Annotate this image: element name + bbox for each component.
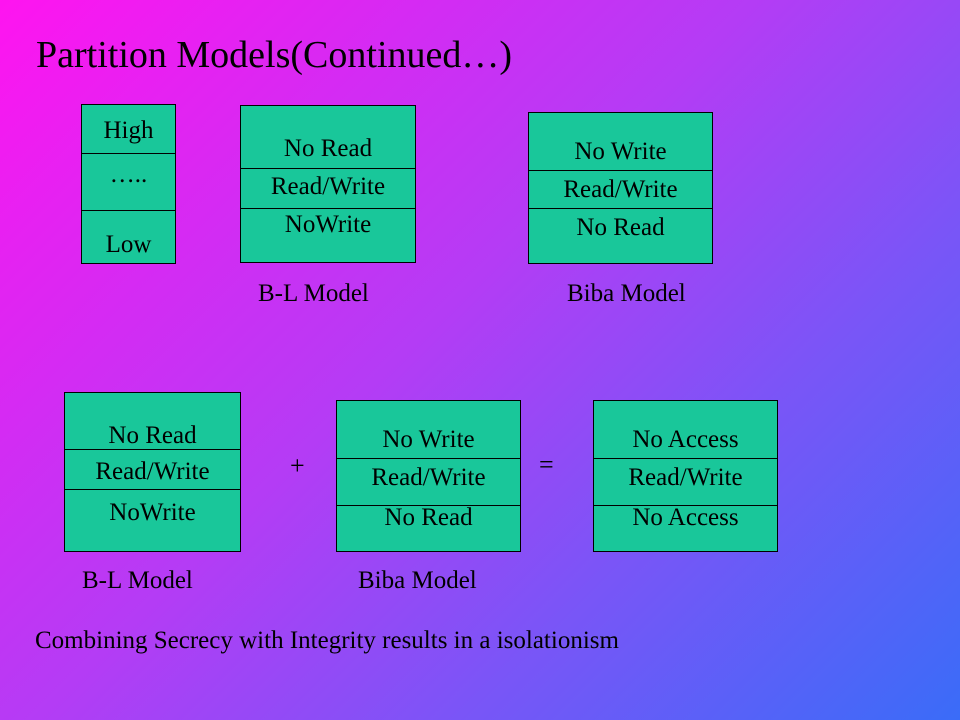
result-divider-1 (594, 458, 777, 459)
bottom-bl-row-3: NoWrite (109, 499, 196, 526)
result-row-1: No Access (632, 426, 739, 453)
result-divider-2 (594, 505, 777, 506)
top-bl-divider-2 (241, 208, 415, 209)
bottom-bl-caption: B-L Model (82, 567, 193, 594)
bottom-bl-divider-1 (65, 449, 240, 450)
top-bl-model-box: No Read Read/Write NoWrite (240, 105, 416, 263)
level-high: High (103, 117, 154, 144)
bottom-bl-row-1: No Read (108, 422, 197, 449)
top-bl-divider-1 (241, 168, 415, 169)
bottom-biba-divider-2 (337, 505, 520, 506)
bottom-biba-model-box: No Write Read/Write No Read (336, 400, 521, 552)
top-biba-row-1: No Write (574, 138, 667, 165)
top-biba-divider-2 (529, 208, 712, 209)
bottom-bl-row-2: Read/Write (95, 458, 210, 485)
top-biba-caption: Biba Model (567, 280, 686, 307)
top-bl-caption: B-L Model (258, 280, 369, 307)
equals-operator: = (539, 450, 554, 479)
top-bl-row-3: NoWrite (284, 211, 372, 238)
level-dots: ….. (109, 161, 148, 188)
bottom-biba-row-3: No Read (384, 504, 473, 531)
bottom-biba-row-2: Read/Write (371, 464, 486, 491)
top-biba-model-box: No Write Read/Write No Read (528, 112, 713, 264)
bottom-biba-caption: Biba Model (358, 567, 477, 594)
level-low: Low (105, 231, 152, 258)
conclusion-text: Combining Secrecy with Integrity results… (35, 627, 619, 654)
bottom-bl-divider-2 (65, 489, 240, 490)
result-box: No Access Read/Write No Access (593, 400, 778, 552)
top-bl-row-2: Read/Write (270, 173, 386, 200)
top-biba-divider-1 (529, 170, 712, 171)
top-biba-row-3: No Read (576, 214, 665, 241)
slide-title: Partition Models(Continued…) (36, 34, 513, 76)
top-biba-row-2: Read/Write (563, 176, 678, 203)
result-row-2: Read/Write (628, 464, 743, 491)
bottom-biba-row-1: No Write (382, 426, 475, 453)
levels-divider-top (82, 153, 175, 154)
bottom-biba-divider-1 (337, 458, 520, 459)
result-row-3: No Access (632, 504, 739, 531)
levels-divider-bottom (82, 210, 175, 211)
bottom-bl-model-box: No Read Read/Write NoWrite (64, 392, 241, 552)
levels-box: High ….. Low (81, 104, 176, 264)
top-bl-row-1: No Read (283, 135, 373, 162)
plus-operator: + (290, 451, 305, 480)
